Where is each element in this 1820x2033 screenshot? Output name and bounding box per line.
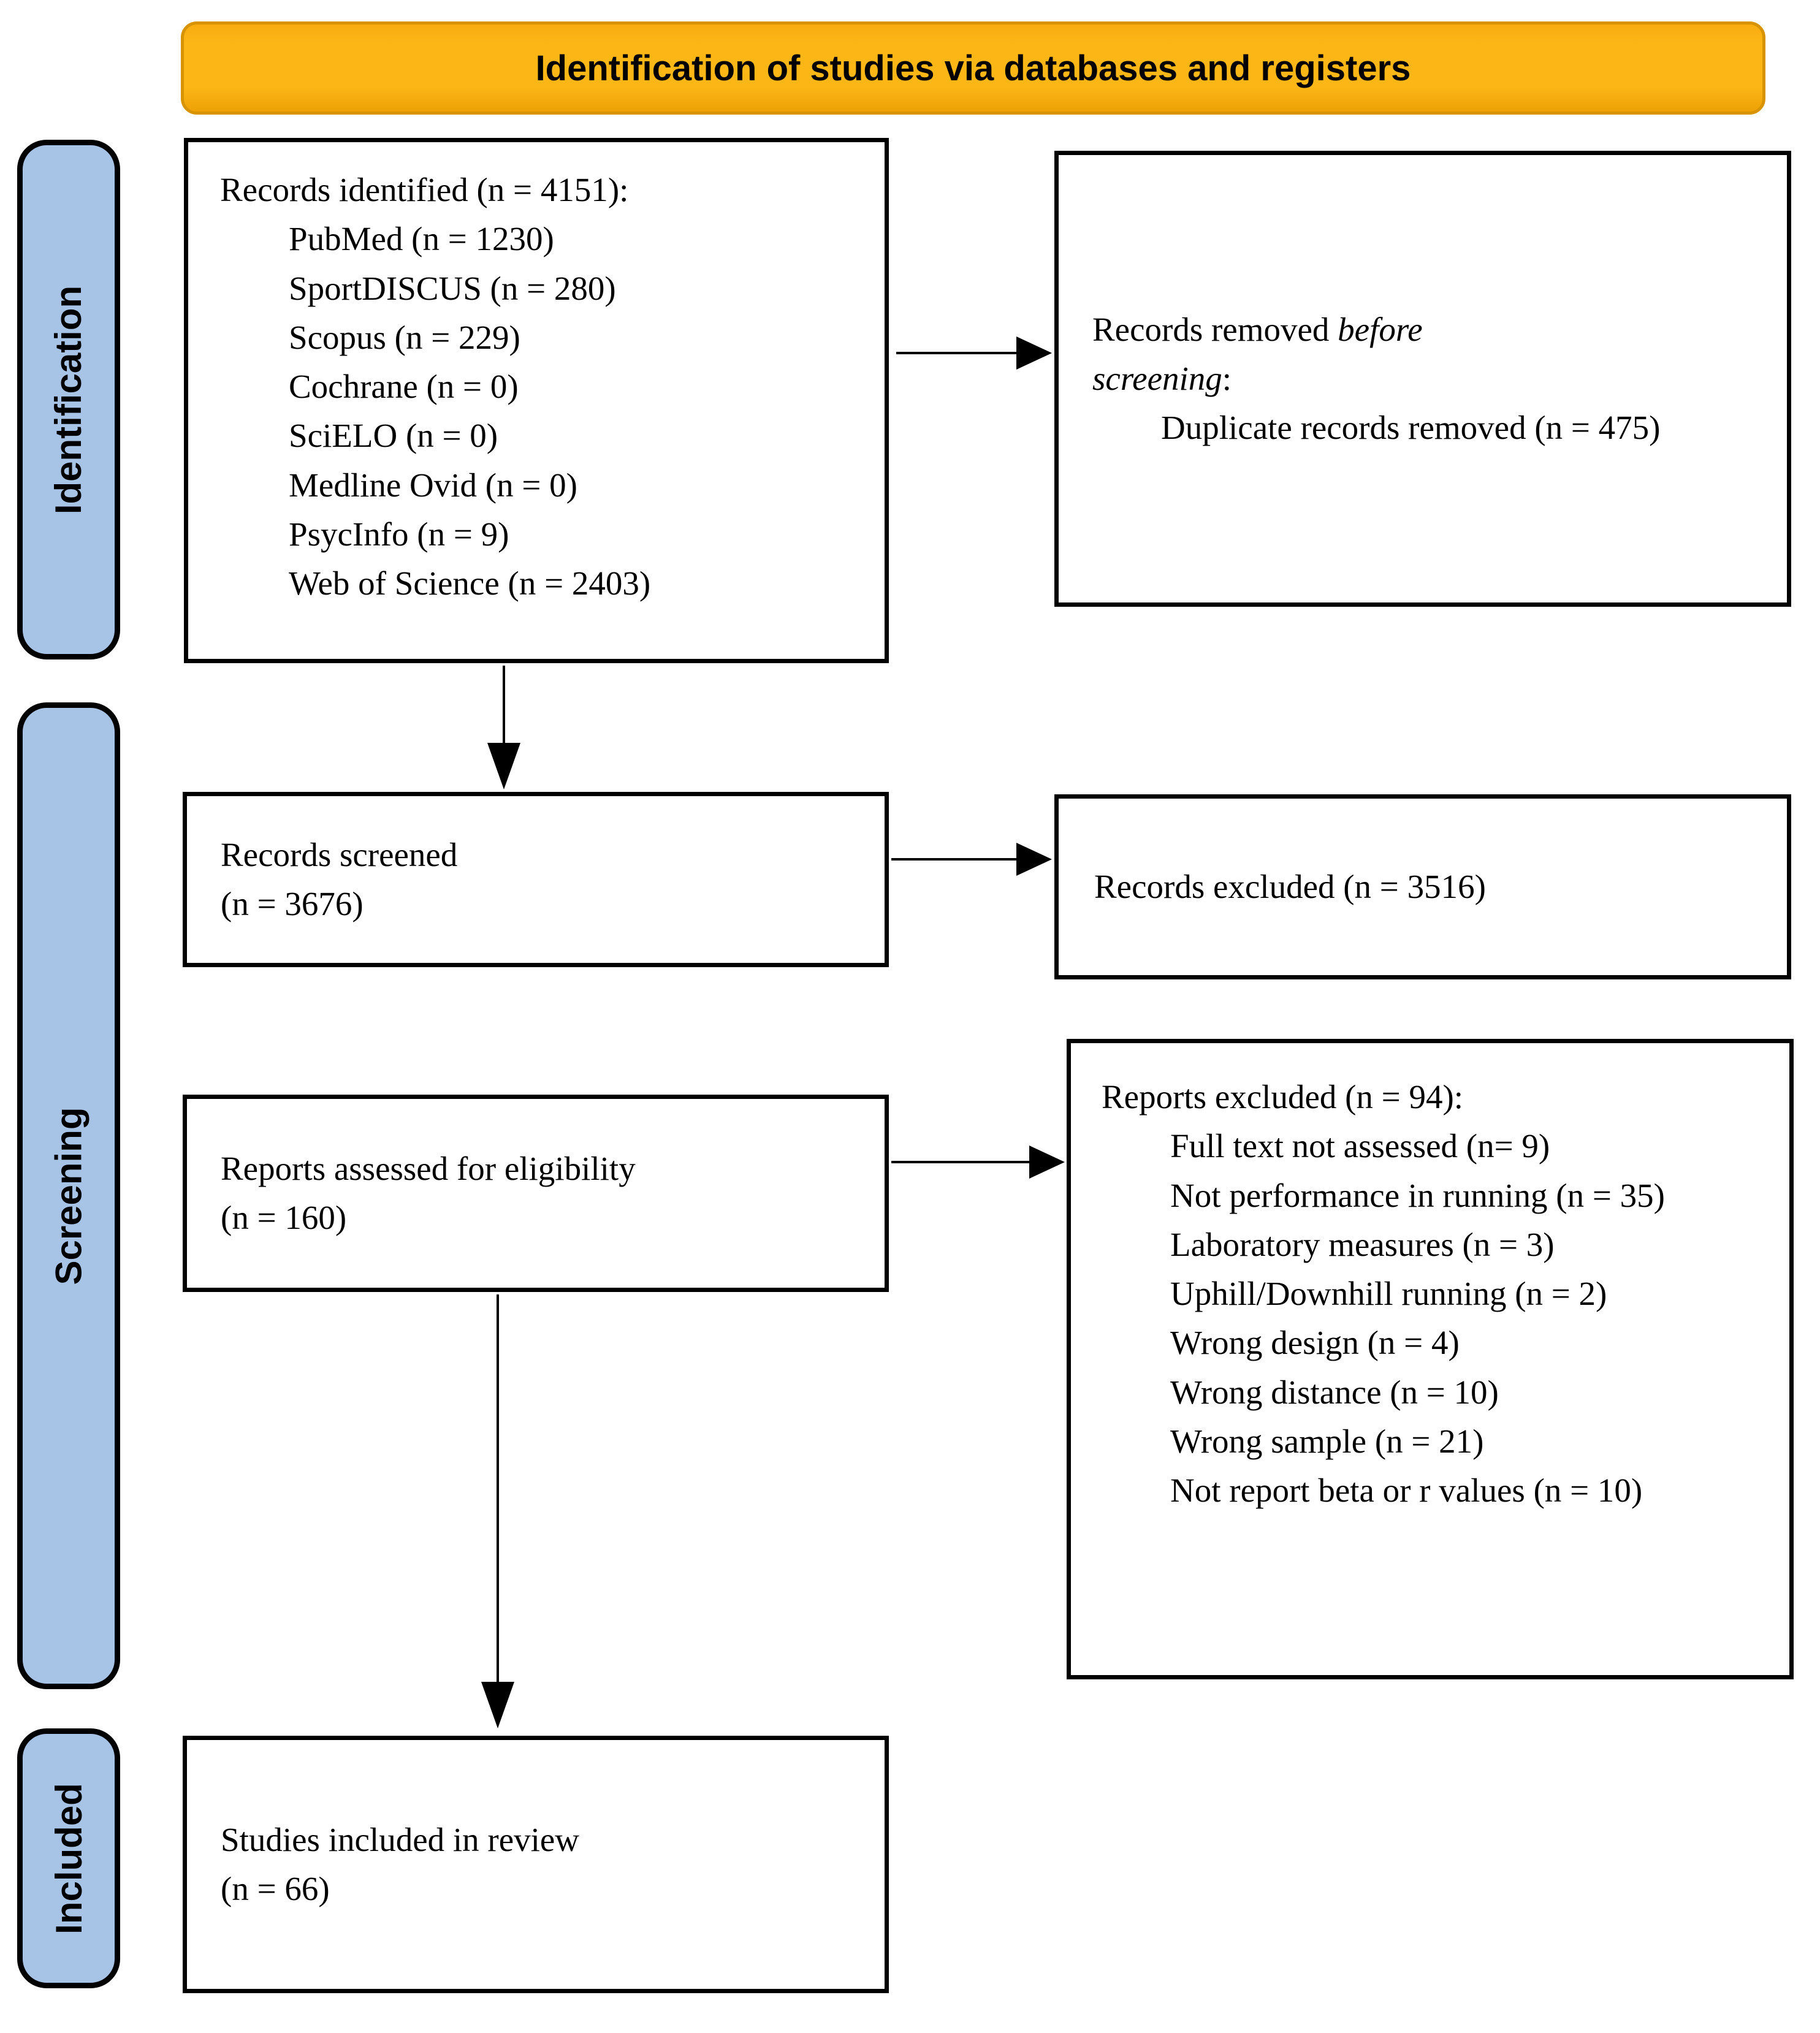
records-excluded-box: Records excluded (n = 3516) — [1054, 794, 1791, 979]
arrow-assessed-to-reports-excluded — [891, 1146, 1065, 1179]
reports-excluded-box: Reports excluded (n = 94): Full text not… — [1067, 1039, 1794, 1679]
records-screened-box: Records screened (n = 3676) — [183, 792, 889, 967]
studies-included-box: Studies included in review (n = 66) — [183, 1736, 889, 1993]
exclusion-item-full-text: Full text not assessed (n= 9) — [1170, 1127, 1550, 1165]
banner-title: Identification of studies via databases … — [535, 48, 1411, 88]
stage-label-identification: Identification — [17, 140, 120, 659]
arrow-assessed-to-included — [481, 1294, 514, 1728]
exclusion-item-not-performance: Not performance in running (n = 35) — [1170, 1176, 1665, 1214]
records-excluded-line: Records excluded (n = 3516) — [1094, 867, 1486, 905]
stage-label-screening: Screening — [17, 702, 120, 1689]
records-removed-heading-emphasis-2: screening — [1092, 359, 1222, 397]
records-identified-heading: Records identified (n = 4151): — [220, 171, 629, 208]
stage-label-identification-text: Identification — [48, 285, 89, 514]
arrow-screened-to-excluded — [891, 843, 1052, 876]
records-removed-heading-emphasis-1: before — [1338, 310, 1423, 348]
duplicates-removed-item: Duplicate records removed (n = 475) — [1161, 409, 1661, 447]
reports-assessed-line-1: Reports assessed for eligibility — [221, 1149, 636, 1187]
exclusion-item-laboratory: Laboratory measures (n = 3) — [1170, 1225, 1555, 1263]
studies-included-line-2: (n = 66) — [221, 1870, 330, 1907]
records-removed-heading-suffix: : — [1222, 359, 1232, 397]
reports-assessed-line-2: (n = 160) — [221, 1199, 347, 1236]
records-removed-heading-prefix: Records removed — [1092, 310, 1338, 348]
database-item-sportdiscus: SportDISCUS (n = 280) — [289, 269, 616, 307]
database-item-cochrane: Cochrane (n = 0) — [289, 368, 519, 406]
exclusion-item-uphill-downhill: Uphill/Downhill running (n = 2) — [1170, 1275, 1607, 1313]
arrow-identified-to-removed — [896, 336, 1052, 370]
reports-assessed-box: Reports assessed for eligibility (n = 16… — [183, 1095, 889, 1292]
database-item-psycinfo: PsycInfo (n = 9) — [289, 515, 509, 553]
database-item-scielo: SciELO (n = 0) — [289, 417, 498, 455]
database-item-scopus: Scopus (n = 229) — [289, 318, 520, 356]
database-item-web-of-science: Web of Science (n = 2403) — [289, 564, 651, 602]
identification-banner: Identification of studies via databases … — [181, 21, 1765, 115]
exclusion-item-wrong-design: Wrong design (n = 4) — [1170, 1324, 1460, 1362]
database-item-medline-ovid: Medline Ovid (n = 0) — [289, 466, 577, 504]
records-screened-line-2: (n = 3676) — [221, 885, 364, 922]
database-item-pubmed: PubMed (n = 1230) — [289, 220, 554, 258]
records-screened-line-1: Records screened — [221, 835, 458, 873]
records-identified-box: Records identified (n = 4151): PubMed (n… — [184, 138, 889, 663]
exclusion-item-wrong-sample: Wrong sample (n = 21) — [1170, 1423, 1484, 1461]
stage-label-included-text: Included — [48, 1782, 89, 1934]
exclusion-item-no-beta-r: Not report beta or r values (n = 10) — [1170, 1472, 1643, 1510]
arrow-identified-to-screened — [487, 666, 520, 789]
stage-label-included: Included — [17, 1728, 120, 1988]
stage-label-screening-text: Screening — [48, 1106, 89, 1285]
records-removed-box: Records removed before screening: Duplic… — [1054, 151, 1791, 607]
studies-included-line-1: Studies included in review — [221, 1820, 580, 1858]
exclusion-item-wrong-distance: Wrong distance (n = 10) — [1170, 1373, 1499, 1411]
reports-excluded-heading: Reports excluded (n = 94): — [1102, 1078, 1464, 1115]
records-removed-heading: Records removed before screening: — [1092, 305, 1762, 404]
